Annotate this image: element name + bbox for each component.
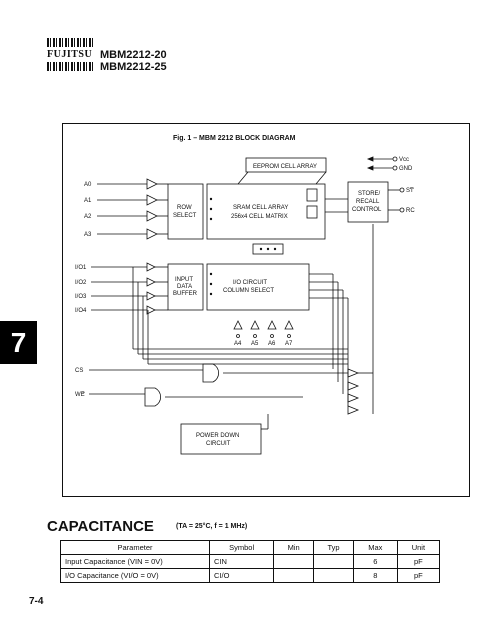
cell-min — [273, 568, 315, 583]
io-pins: I/O1 I/O2 I/O3 I/O4 — [75, 262, 348, 365]
capacitance-conditions: (TA = 25°C, f = 1 MHz) — [176, 523, 248, 530]
cell-unit: pF — [396, 568, 441, 583]
arrow-symbol-down — [306, 205, 318, 219]
addr-a6: A6 — [268, 341, 276, 347]
cell-parameter: I/O Capacitance (VI/O = 0V) — [60, 568, 210, 583]
capacitance-table: Parameter Symbol Min Typ Max Unit Input … — [60, 540, 441, 583]
io-circuit-box — [206, 263, 310, 311]
power-down-box — [180, 423, 262, 455]
header-max: Max — [352, 540, 398, 555]
io-3: I/O3 — [75, 294, 87, 300]
input-buffer-box — [167, 263, 204, 311]
io-4: I/O4 — [75, 308, 87, 314]
io-circuit-2: COLUMN SELECT — [223, 288, 274, 294]
row-select-1: ROW — [177, 205, 192, 211]
figure-title: Fig. 1 – MBM 2212 BLOCK DIAGRAM — [173, 135, 296, 142]
capacitance-title: CAPACITANCE — [47, 518, 154, 535]
store-label-1: STORE/ — [358, 191, 381, 197]
store-label-3: CONTROL — [352, 207, 382, 213]
table-row: I/O Capacitance (VI/O = 0V) CI/O 8 pF — [60, 568, 441, 583]
power-down-1: POWER DOWN — [196, 433, 239, 439]
header-symbol: Symbol — [208, 540, 275, 555]
brand-name: FUJITSU — [47, 49, 93, 60]
cell-max: 8 — [352, 568, 398, 583]
io-circuit-1: I/O CIRCUIT — [233, 280, 267, 286]
addr-a5: A5 — [251, 341, 259, 347]
addr-a0: A0 — [84, 182, 92, 188]
power-down-2: CIRCUIT — [206, 441, 231, 447]
cs-label: CS — [75, 368, 83, 374]
cell-symbol: CI/O — [208, 568, 275, 583]
part-number-2: MBM2212-25 — [100, 61, 167, 73]
header-min: Min — [273, 540, 315, 555]
row-select-2: SELECT — [173, 213, 197, 219]
cell-min — [273, 554, 315, 569]
store-label-2: RECALL — [356, 199, 380, 205]
table-header-row: Parameter Symbol Min Typ Max Unit — [60, 540, 441, 555]
store-recall-box — [347, 181, 389, 223]
addr-a2: A2 — [84, 214, 92, 220]
part-number-1: MBM2212-20 — [100, 49, 167, 61]
header-parameter: Parameter — [60, 540, 210, 555]
cell-symbol: CIN — [208, 554, 275, 569]
input-buffer-1: INPUT — [175, 277, 193, 283]
cell-typ — [313, 568, 354, 583]
fujitsu-logo-bars — [47, 38, 95, 47]
header-typ: Typ — [313, 540, 354, 555]
header-unit: Unit — [396, 540, 441, 555]
eeprom-box — [245, 157, 327, 173]
gnd-label: GND — [399, 166, 413, 172]
input-buffer-2: DATA — [177, 284, 192, 290]
column-address-inputs: A4 A5 A6 A7 — [233, 320, 294, 347]
we-label: WE — [75, 392, 85, 398]
io-1: I/O1 — [75, 265, 87, 271]
row-select-box — [167, 183, 204, 240]
fujitsu-logo-bars-2 — [47, 62, 95, 71]
table-row: Input Capacitance (VIN = 0V) CIN 6 pF — [60, 554, 441, 569]
vcc-label: Vcc — [399, 157, 409, 163]
page-number: 7-4 — [29, 596, 44, 607]
chapter-tab: 7 — [0, 321, 37, 364]
io-2: I/O2 — [75, 280, 87, 286]
sram-box — [206, 183, 326, 240]
row-address-inputs: A0 A1 A2 A3 — [84, 178, 168, 240]
rc-label: RC — [406, 208, 415, 214]
addr-a7: A7 — [285, 341, 293, 347]
block-diagram-frame: Fig. 1 – MBM 2212 BLOCK DIAGRAM EEPROM C… — [62, 123, 470, 497]
cell-unit: pF — [396, 554, 441, 569]
cell-parameter: Input Capacitance (VIN = 0V) — [60, 554, 210, 569]
sram-label-2: 256x4 CELL MATRIX — [231, 214, 288, 220]
addr-a1: A1 — [84, 198, 92, 204]
arrow-symbol-up — [306, 188, 318, 202]
sram-label-1: SRAM CELL ARRAY — [233, 205, 288, 211]
cell-typ — [313, 554, 354, 569]
eeprom-label: EEPROM CELL ARRAY — [253, 164, 317, 170]
addr-a3: A3 — [84, 232, 92, 238]
st-label: ST — [406, 188, 414, 194]
block-diagram: Fig. 1 – MBM 2212 BLOCK DIAGRAM EEPROM C… — [75, 135, 415, 455]
input-buffer-3: BUFFER — [173, 291, 198, 297]
cell-max: 6 — [352, 554, 398, 569]
addr-a4: A4 — [234, 341, 242, 347]
